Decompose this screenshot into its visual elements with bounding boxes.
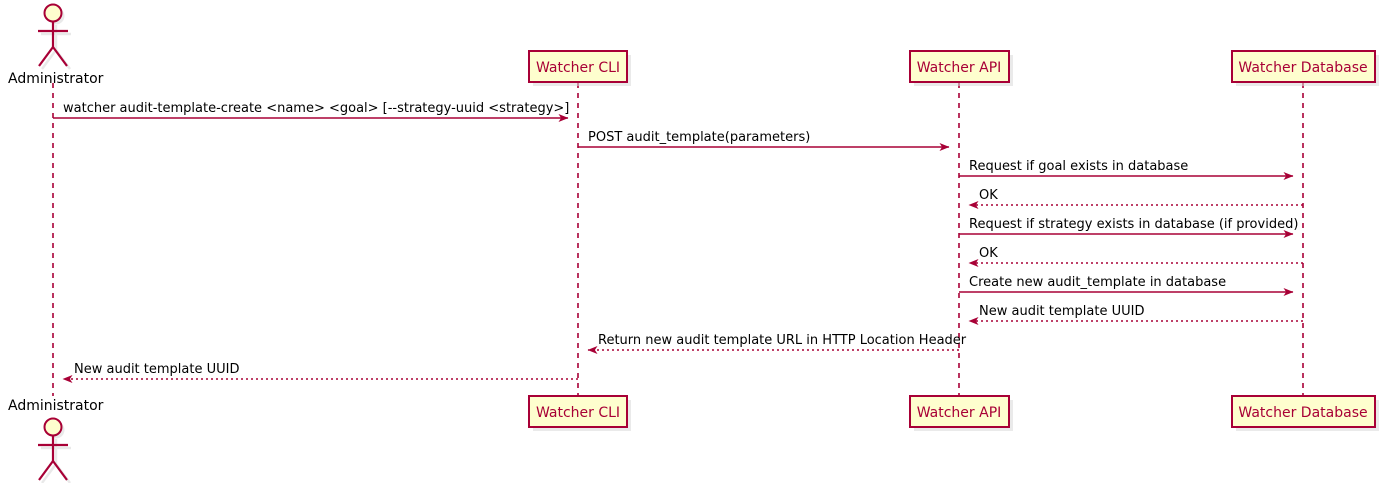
message-10[interactable]: New audit template UUID: [62, 362, 578, 383]
participant-watcher-cli-top[interactable]: Watcher CLI: [528, 50, 631, 86]
message-label: Request if strategy exists in database (…: [969, 217, 1298, 232]
actor-figure-icon: [38, 417, 71, 483]
participant-watcher-api-bottom[interactable]: Watcher API: [909, 395, 1013, 431]
message-label: Create new audit_template in database: [969, 275, 1226, 290]
messages: watcher audit-template-create <name> <go…: [53, 101, 1303, 383]
participant-label: Watcher CLI: [536, 60, 620, 76]
message-2[interactable]: POST audit_template(parameters): [578, 130, 950, 151]
participant-watcher-api-top[interactable]: Watcher API: [909, 50, 1013, 86]
message-7[interactable]: Create new audit_template in database: [959, 275, 1294, 296]
participant-box[interactable]: [1231, 395, 1376, 428]
message-label: POST audit_template(parameters): [588, 130, 810, 145]
message-5[interactable]: Request if strategy exists in database (…: [959, 217, 1298, 238]
participant-box[interactable]: [909, 50, 1010, 83]
lifelines: [52, 83, 1304, 396]
message-9[interactable]: Return new audit template URL in HTTP Lo…: [587, 333, 967, 354]
message-label: Return new audit template URL in HTTP Lo…: [598, 333, 967, 348]
actor-administrator-bottom-label: Administrator: [8, 398, 104, 414]
participant-box[interactable]: [909, 395, 1010, 428]
message-6[interactable]: OK: [968, 246, 1303, 267]
participant-box[interactable]: [528, 50, 628, 83]
actor-figure-icon: [38, 3, 71, 70]
actor-administrator-top-label: Administrator: [8, 71, 104, 87]
message-label: OK: [979, 246, 998, 261]
participant-label: Watcher Database: [1238, 405, 1367, 421]
participant-label: Watcher CLI: [536, 405, 620, 421]
message-1[interactable]: watcher audit-template-create <name> <go…: [53, 101, 569, 122]
participant-watcher-cli-bottom[interactable]: Watcher CLI: [528, 395, 631, 431]
participant-box[interactable]: [528, 395, 628, 428]
participant-watcher-database-top[interactable]: Watcher Database: [1231, 50, 1379, 86]
participant-label: Watcher Database: [1238, 60, 1367, 76]
actor-administrator-top[interactable]: Administrator: [8, 3, 104, 88]
actor-administrator-bottom[interactable]: Administrator: [8, 398, 104, 483]
message-label: watcher audit-template-create <name> <go…: [63, 101, 569, 116]
message-3[interactable]: Request if goal exists in database: [959, 159, 1294, 180]
message-label: Request if goal exists in database: [969, 159, 1188, 174]
participant-label: Watcher API: [917, 405, 1002, 421]
message-4[interactable]: OK: [968, 188, 1303, 209]
participant-box[interactable]: [1231, 50, 1376, 83]
message-label: New audit template UUID: [979, 304, 1144, 319]
message-8[interactable]: New audit template UUID: [968, 304, 1303, 325]
participant-label: Watcher API: [917, 60, 1002, 76]
message-label: OK: [979, 188, 998, 203]
message-label: New audit template UUID: [74, 362, 239, 377]
participant-watcher-database-bottom[interactable]: Watcher Database: [1231, 395, 1379, 431]
